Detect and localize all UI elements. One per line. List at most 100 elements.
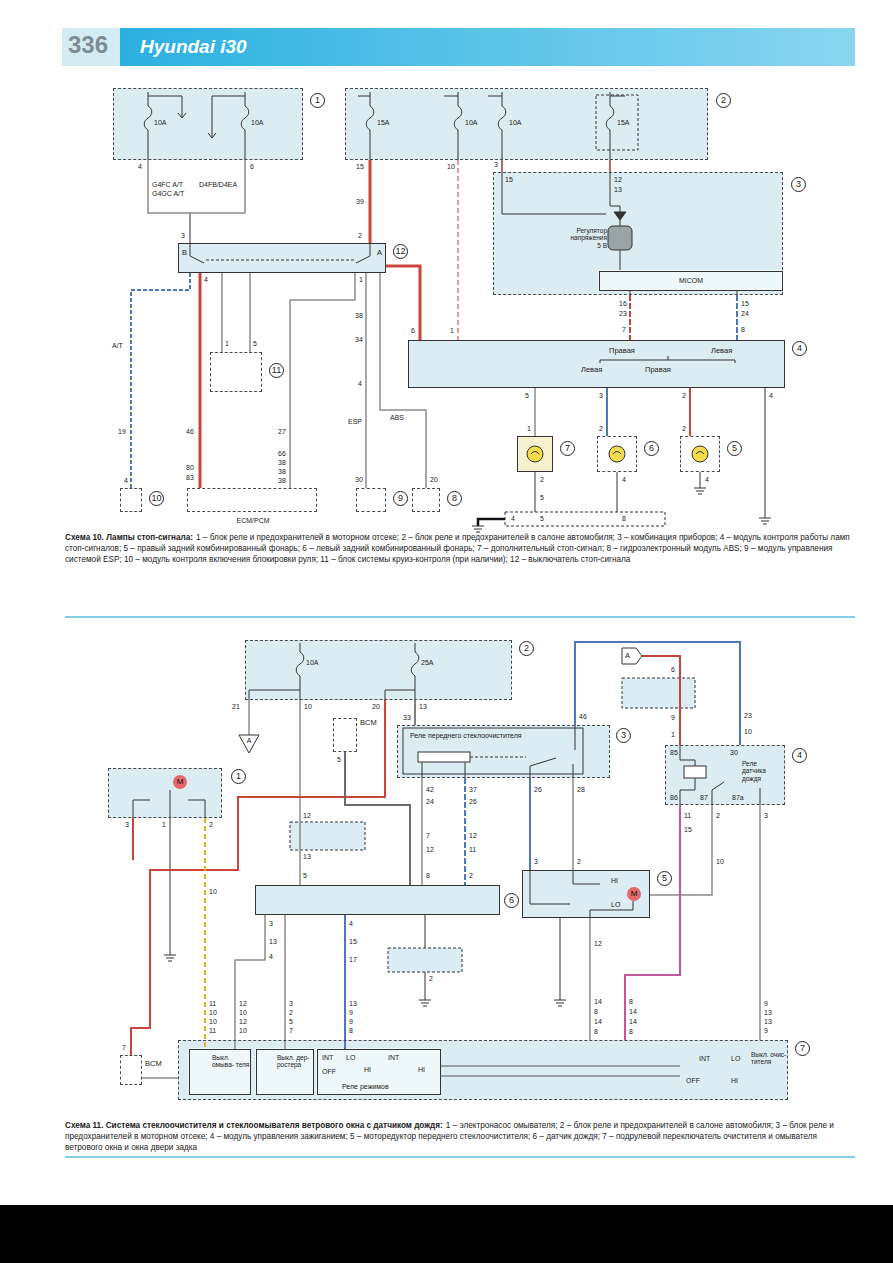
pin-label: 85 (670, 749, 678, 756)
pin-label: Левая (711, 347, 732, 355)
box-fill (120, 1055, 142, 1085)
running-head: Hyundai i30 (140, 37, 247, 56)
pin-label: BCM (145, 1060, 162, 1068)
pin-label: 10 (447, 163, 455, 170)
pin-label: 13 (764, 1018, 772, 1025)
pin-label: 2 (209, 821, 213, 828)
line-art (596, 95, 638, 150)
line-art (608, 226, 632, 250)
callout-number: 3 (791, 177, 806, 192)
pin-label: LO (731, 1055, 740, 1062)
pin-label: HI (418, 1066, 425, 1073)
pin-label: 8 (594, 1008, 598, 1015)
box-fill (120, 488, 142, 512)
box-fill (210, 352, 262, 392)
line-art (692, 446, 708, 462)
pin-label: 4 (511, 515, 515, 522)
pin-label: 38 (278, 477, 286, 484)
wire (414, 700, 416, 725)
pin-label: 14 (629, 1008, 637, 1015)
wiring-box: Выкл. дер- ростера (256, 1049, 314, 1095)
fuse-symbols (144, 92, 638, 700)
pin-label: 6 (411, 327, 415, 334)
pin-label: 46 (186, 428, 194, 435)
component-name: Выкл. очис- тителя (751, 1051, 787, 1066)
pin-label: 1 (162, 821, 166, 828)
wiring-box: 7 (517, 436, 553, 472)
pin-label: 16 (619, 300, 627, 307)
pin-label: 3 (125, 821, 129, 828)
pin-label: 86 (670, 794, 678, 801)
pin-label: 2 (540, 476, 544, 483)
box-fill (598, 270, 782, 290)
line-art (206, 260, 354, 261)
pin-label: 38 (355, 312, 363, 319)
wiring-box: 6 (597, 436, 637, 472)
pin-label: 38 (278, 459, 286, 466)
pin-label: 5 (303, 872, 307, 879)
pin-label: 12 (239, 1018, 247, 1025)
pin-label: INT (322, 1054, 333, 1061)
pin-label: 8 (629, 998, 633, 1005)
caption-heading: Схема 10. Лампы стоп-сигнала: (65, 533, 193, 542)
line-art (241, 92, 249, 160)
pin-label: G4GC A/T (152, 190, 184, 197)
line-art (609, 446, 625, 462)
pin-label: 80 (186, 464, 194, 471)
pin-label: 4 (124, 477, 128, 484)
pin-label: 20 (430, 476, 438, 483)
pin-label: 10 (744, 728, 752, 735)
pin-label: 28 (577, 786, 585, 793)
pin-label: INT (699, 1055, 710, 1062)
box-fill (108, 768, 222, 818)
pin-label: 5 (337, 756, 341, 763)
pin-label: 5 (540, 494, 544, 501)
wiring-box: 5HIMLO (522, 870, 650, 918)
line-art (403, 728, 583, 774)
line-art (385, 643, 419, 700)
pin-label: 66 (278, 450, 286, 457)
pin-label: Правая (645, 366, 671, 374)
box-fill (397, 725, 610, 778)
box-label: A (239, 737, 259, 744)
pin-label: 13 (614, 186, 622, 193)
pin-label: A (625, 652, 630, 660)
connector-flag: A (622, 648, 642, 664)
box-fill (178, 1040, 788, 1100)
wiring-box: Выкл. омыва- теля (189, 1049, 251, 1095)
wire (344, 915, 346, 1049)
callout-number: 5 (657, 871, 672, 886)
pin-label: OFF (322, 1068, 336, 1075)
pin-label: 9 (349, 1009, 353, 1016)
pin-label: 1 (359, 276, 363, 283)
pin-label: HI (364, 1066, 371, 1073)
pin-label: 4 (769, 392, 773, 399)
wiring-box: 7INTLOOFFHIВыкл. очис- тителяВыкл. омыва… (178, 1040, 788, 1100)
pin-label: 13 (269, 938, 277, 945)
pin-label: 10A (306, 659, 318, 666)
wire (199, 273, 202, 488)
wire (290, 273, 355, 488)
pin-label: LO (346, 1054, 355, 1061)
pin-label: 3 (534, 858, 538, 865)
wire (131, 700, 385, 1055)
box-fill (345, 88, 708, 160)
component-name: Выкл. омыва- теля (212, 1054, 250, 1069)
wiring-box: 48530Реле датчика дождя868787a (665, 745, 785, 805)
callout-number: 4 (792, 748, 807, 763)
pin-label: 1 (527, 425, 531, 432)
pin-label: 13 (764, 1009, 772, 1016)
pin-label: BCM (360, 719, 377, 727)
pin-label: 10A (465, 119, 477, 126)
pin-label: Левая (581, 366, 602, 374)
wiring-box: INTLOHIOFFINTHIРеле режимов (317, 1049, 441, 1095)
box-fill (517, 436, 553, 472)
wire (759, 805, 761, 1040)
pin-label: A/T (112, 342, 123, 349)
wire (204, 818, 206, 1049)
component-name: Регулятор напряжения 5 В (567, 227, 607, 249)
pin-label: 2 (289, 1009, 293, 1016)
pin-label: 11 (209, 1000, 216, 1007)
pin-label: 12 (594, 940, 602, 947)
wire (148, 160, 190, 243)
